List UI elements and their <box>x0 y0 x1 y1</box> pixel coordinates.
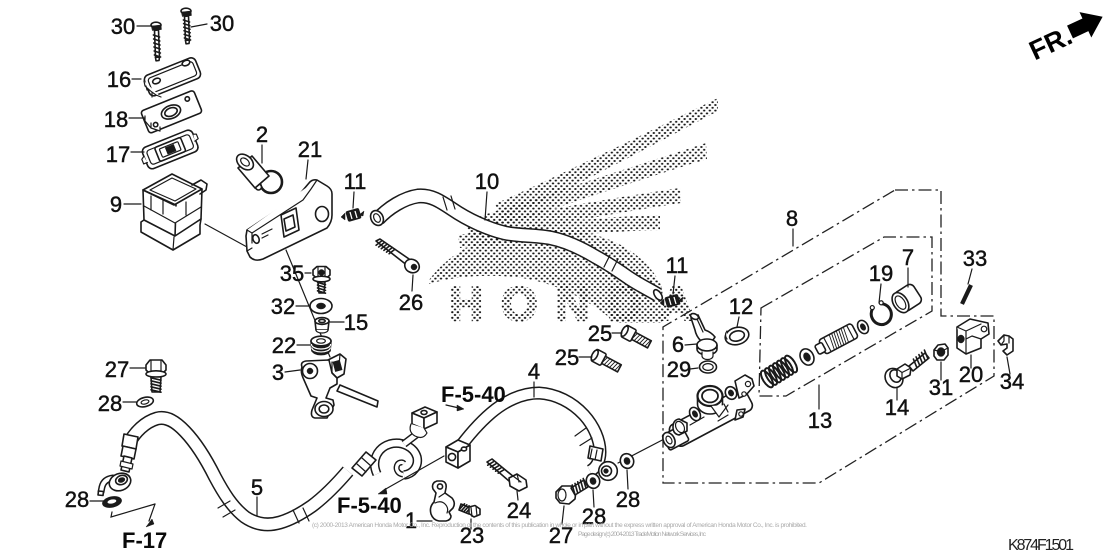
svg-text:K874F1501: K874F1501 <box>1008 537 1074 554</box>
svg-text:5: 5 <box>251 475 263 500</box>
svg-text:22: 22 <box>272 333 296 358</box>
svg-text:25: 25 <box>588 321 612 346</box>
svg-text:28: 28 <box>65 487 89 512</box>
svg-text:F-5-40: F-5-40 <box>337 493 402 518</box>
svg-text:28: 28 <box>616 487 640 512</box>
svg-text:32: 32 <box>271 294 295 319</box>
svg-text:17: 17 <box>106 142 130 167</box>
svg-text:21: 21 <box>298 137 322 162</box>
svg-text:11: 11 <box>666 253 689 278</box>
svg-text:1: 1 <box>405 508 417 533</box>
svg-text:(c) 2000-2013 American Honda M: (c) 2000-2013 American Honda Motor Co., … <box>312 522 807 529</box>
svg-text:3: 3 <box>272 360 284 385</box>
svg-text:18: 18 <box>104 107 128 132</box>
svg-text:29: 29 <box>667 357 691 382</box>
svg-text:33: 33 <box>963 246 987 271</box>
svg-text:25: 25 <box>555 345 579 370</box>
svg-text:14: 14 <box>885 395 909 420</box>
svg-text:26: 26 <box>399 290 423 315</box>
svg-text:15: 15 <box>344 310 368 335</box>
svg-text:2: 2 <box>256 122 268 147</box>
svg-text:9: 9 <box>110 192 122 217</box>
svg-text:4: 4 <box>528 359 540 384</box>
svg-text:24: 24 <box>507 498 531 523</box>
svg-text:Page design (c) 2004-2013 Trad: Page design (c) 2004-2013 TradeMotion Ne… <box>578 531 707 538</box>
svg-text:F-17: F-17 <box>122 528 167 553</box>
svg-text:11: 11 <box>344 169 367 194</box>
svg-text:35: 35 <box>280 261 304 286</box>
svg-text:F-5-40: F-5-40 <box>441 382 506 407</box>
svg-text:27: 27 <box>105 357 129 382</box>
svg-text:27: 27 <box>549 523 573 548</box>
svg-text:28: 28 <box>98 391 122 416</box>
svg-text:16: 16 <box>107 67 131 92</box>
svg-text:30: 30 <box>210 11 234 36</box>
svg-text:28: 28 <box>582 504 606 529</box>
svg-text:23: 23 <box>460 523 484 548</box>
svg-text:10: 10 <box>475 169 499 194</box>
svg-text:13: 13 <box>808 408 832 433</box>
svg-text:34: 34 <box>1000 369 1024 394</box>
svg-text:12: 12 <box>729 294 753 319</box>
svg-text:8: 8 <box>786 206 798 231</box>
svg-text:19: 19 <box>869 261 893 286</box>
svg-text:30: 30 <box>111 14 135 39</box>
svg-text:6: 6 <box>672 332 684 357</box>
svg-text:7: 7 <box>902 245 914 270</box>
